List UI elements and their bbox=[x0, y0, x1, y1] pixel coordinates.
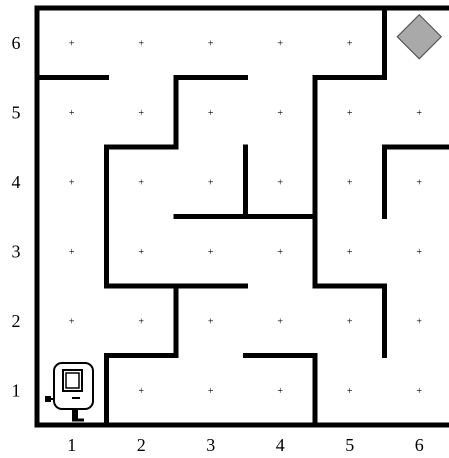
cell-marker: + bbox=[277, 386, 283, 397]
row-label: 1 bbox=[12, 380, 21, 400]
cell-marker: + bbox=[277, 316, 283, 327]
cell-marker: + bbox=[138, 177, 144, 188]
row-label: 5 bbox=[12, 102, 21, 122]
row-label: 4 bbox=[12, 172, 21, 192]
cell-marker: + bbox=[69, 316, 75, 327]
goal bbox=[397, 15, 441, 59]
cell-marker: + bbox=[208, 177, 214, 188]
cell-marker: + bbox=[347, 108, 353, 119]
cell-marker: + bbox=[208, 386, 214, 397]
cell-marker: + bbox=[416, 177, 422, 188]
cell-marker: + bbox=[347, 38, 353, 49]
column-label: 1 bbox=[67, 435, 76, 455]
cell-marker: + bbox=[208, 316, 214, 327]
cell-marker: + bbox=[416, 316, 422, 327]
cell-marker: + bbox=[69, 38, 75, 49]
column-label: 6 bbox=[415, 435, 424, 455]
cell-marker: + bbox=[69, 247, 75, 258]
cell-marker: + bbox=[69, 177, 75, 188]
cell-marker: + bbox=[347, 247, 353, 258]
cell-marker: + bbox=[69, 108, 75, 119]
cell-marker: + bbox=[277, 247, 283, 258]
cell-marker: + bbox=[347, 177, 353, 188]
robot bbox=[45, 363, 93, 420]
maze-walls bbox=[37, 8, 449, 425]
cell-marker: + bbox=[138, 108, 144, 119]
cell-marker: + bbox=[208, 108, 214, 119]
robot-icon bbox=[45, 363, 93, 420]
cell-marker: + bbox=[208, 247, 214, 258]
column-label: 2 bbox=[137, 435, 146, 455]
cell-marker: + bbox=[138, 316, 144, 327]
row-label: 3 bbox=[12, 241, 21, 261]
row-label: 2 bbox=[12, 311, 21, 331]
row-label: 6 bbox=[12, 33, 21, 53]
column-label: 3 bbox=[206, 435, 215, 455]
cell-marker: + bbox=[277, 38, 283, 49]
cell-marker: + bbox=[138, 386, 144, 397]
cell-marker: + bbox=[277, 177, 283, 188]
cell-marker: + bbox=[416, 108, 422, 119]
cell-marker: + bbox=[277, 108, 283, 119]
cell-marker: + bbox=[347, 316, 353, 327]
column-label: 5 bbox=[345, 435, 354, 455]
diamond-goal-icon bbox=[397, 15, 441, 59]
column-label: 4 bbox=[276, 435, 285, 455]
cell-marker: + bbox=[416, 247, 422, 258]
cell-marker: + bbox=[138, 38, 144, 49]
cell-marker: + bbox=[347, 386, 353, 397]
cell-marker: + bbox=[138, 247, 144, 258]
cell-marker: + bbox=[208, 38, 214, 49]
cell-marker: + bbox=[416, 386, 422, 397]
